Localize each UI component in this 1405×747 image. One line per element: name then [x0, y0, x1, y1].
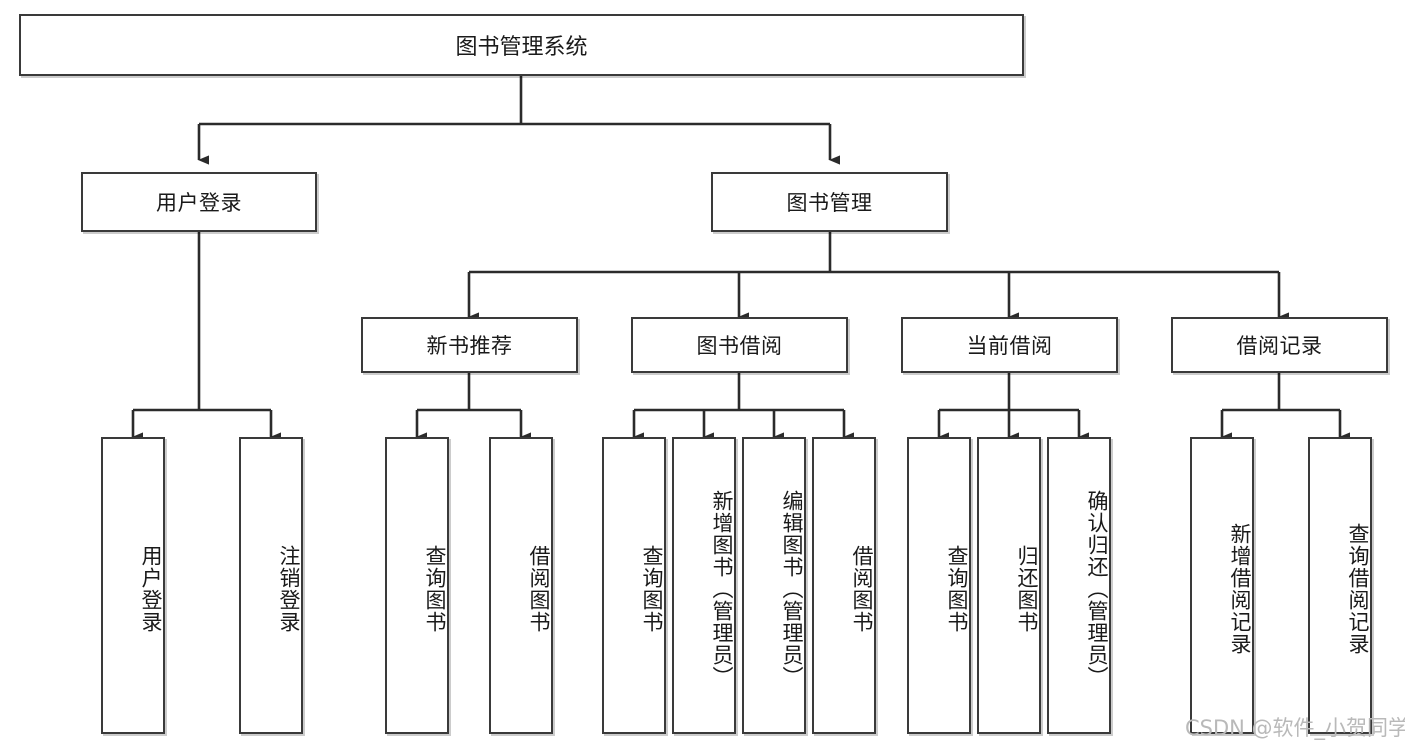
- node-label: 新增借阅记录: [1228, 522, 1252, 655]
- node-label: 新增图书（管理员）: [710, 489, 734, 688]
- node-label: 归还图书: [1015, 544, 1039, 633]
- node-label: 用户登录: [156, 191, 242, 215]
- node-label: 确认归还（管理员）: [1085, 489, 1109, 688]
- node-label: 编辑图书（管理员）: [780, 489, 804, 688]
- leaf-current-borrow-return[interactable]: 归还图书: [977, 437, 1041, 734]
- node-label: 查询图书: [945, 544, 969, 633]
- leaf-book-borrow-add[interactable]: 新增图书（管理员）: [672, 437, 736, 734]
- node-label: 图书借阅: [696, 334, 783, 358]
- node-label: 注销登录: [277, 544, 301, 633]
- node-label: 当前借阅: [966, 334, 1053, 358]
- node-label: 查询图书: [640, 544, 664, 633]
- node-root-system[interactable]: 图书管理系统: [19, 14, 1024, 76]
- leaf-borrow-record-query[interactable]: 查询借阅记录: [1308, 437, 1372, 734]
- leaf-user-login-login[interactable]: 用户登录: [101, 437, 165, 734]
- leaf-book-borrow-edit[interactable]: 编辑图书（管理员）: [742, 437, 806, 734]
- node-book-management[interactable]: 图书管理: [711, 172, 948, 232]
- node-label: 借阅图书: [527, 544, 551, 633]
- node-book-borrow[interactable]: 图书借阅: [631, 317, 848, 373]
- node-current-borrow[interactable]: 当前借阅: [901, 317, 1118, 373]
- node-label: 查询借阅记录: [1346, 522, 1370, 655]
- node-label: 借阅记录: [1236, 334, 1323, 358]
- node-label: 用户登录: [139, 544, 163, 633]
- node-user-login[interactable]: 用户登录: [81, 172, 317, 232]
- node-borrow-record[interactable]: 借阅记录: [1171, 317, 1388, 373]
- leaf-current-borrow-confirm-return[interactable]: 确认归还（管理员）: [1047, 437, 1111, 734]
- node-label: 借阅图书: [850, 544, 874, 633]
- node-label: 图书管理系统: [455, 35, 588, 60]
- watermark: CSDN @软件_小贺同学: [1185, 716, 1405, 740]
- node-label: 新书推荐: [426, 334, 513, 358]
- node-new-book-recommend[interactable]: 新书推荐: [361, 317, 578, 373]
- leaf-book-borrow-query[interactable]: 查询图书: [602, 437, 666, 734]
- node-label: 图书管理: [786, 191, 873, 215]
- leaf-new-book-query[interactable]: 查询图书: [385, 437, 449, 734]
- leaf-book-borrow-borrow[interactable]: 借阅图书: [812, 437, 876, 734]
- leaf-borrow-record-add[interactable]: 新增借阅记录: [1190, 437, 1254, 734]
- leaf-current-borrow-query[interactable]: 查询图书: [907, 437, 971, 734]
- leaf-user-login-logout[interactable]: 注销登录: [239, 437, 303, 734]
- leaf-new-book-borrow[interactable]: 借阅图书: [489, 437, 553, 734]
- node-label: 查询图书: [423, 544, 447, 633]
